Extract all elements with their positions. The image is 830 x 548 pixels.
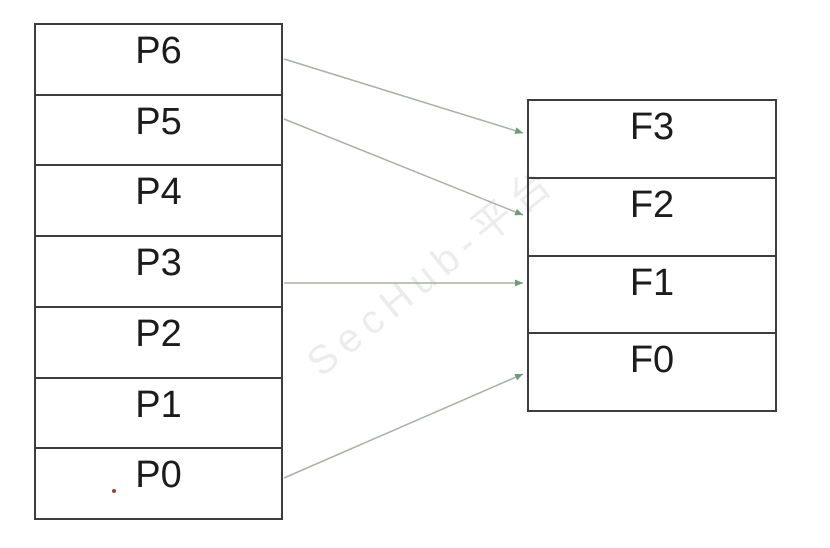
page-cell-p5: P5 [36, 96, 281, 167]
frame-cell-f0: F0 [629, 339, 675, 382]
stray-red-dot [112, 489, 116, 493]
pages-table: P6 P5 P4 P3 P2 P1 P0 [34, 23, 283, 520]
page-cell-p0: P0 [135, 454, 182, 497]
frame-cell-f1: F1 [529, 257, 775, 335]
page-cell-p1: P1 [36, 379, 281, 450]
page-cell-p2: P2 [36, 308, 281, 379]
frame-cell-f3: F3 [529, 101, 775, 179]
page-cell-p4: P4 [36, 166, 281, 238]
page-cell-p3: P3 [36, 237, 281, 308]
arrow-p0-f0 [283, 373, 524, 479]
frame-cell-f2: F2 [529, 179, 775, 257]
frames-table: F3 F2 F1 F0 [527, 99, 777, 412]
page-cell-p6: P6 [36, 25, 281, 96]
arrow-p6-f3 [283, 58, 524, 134]
